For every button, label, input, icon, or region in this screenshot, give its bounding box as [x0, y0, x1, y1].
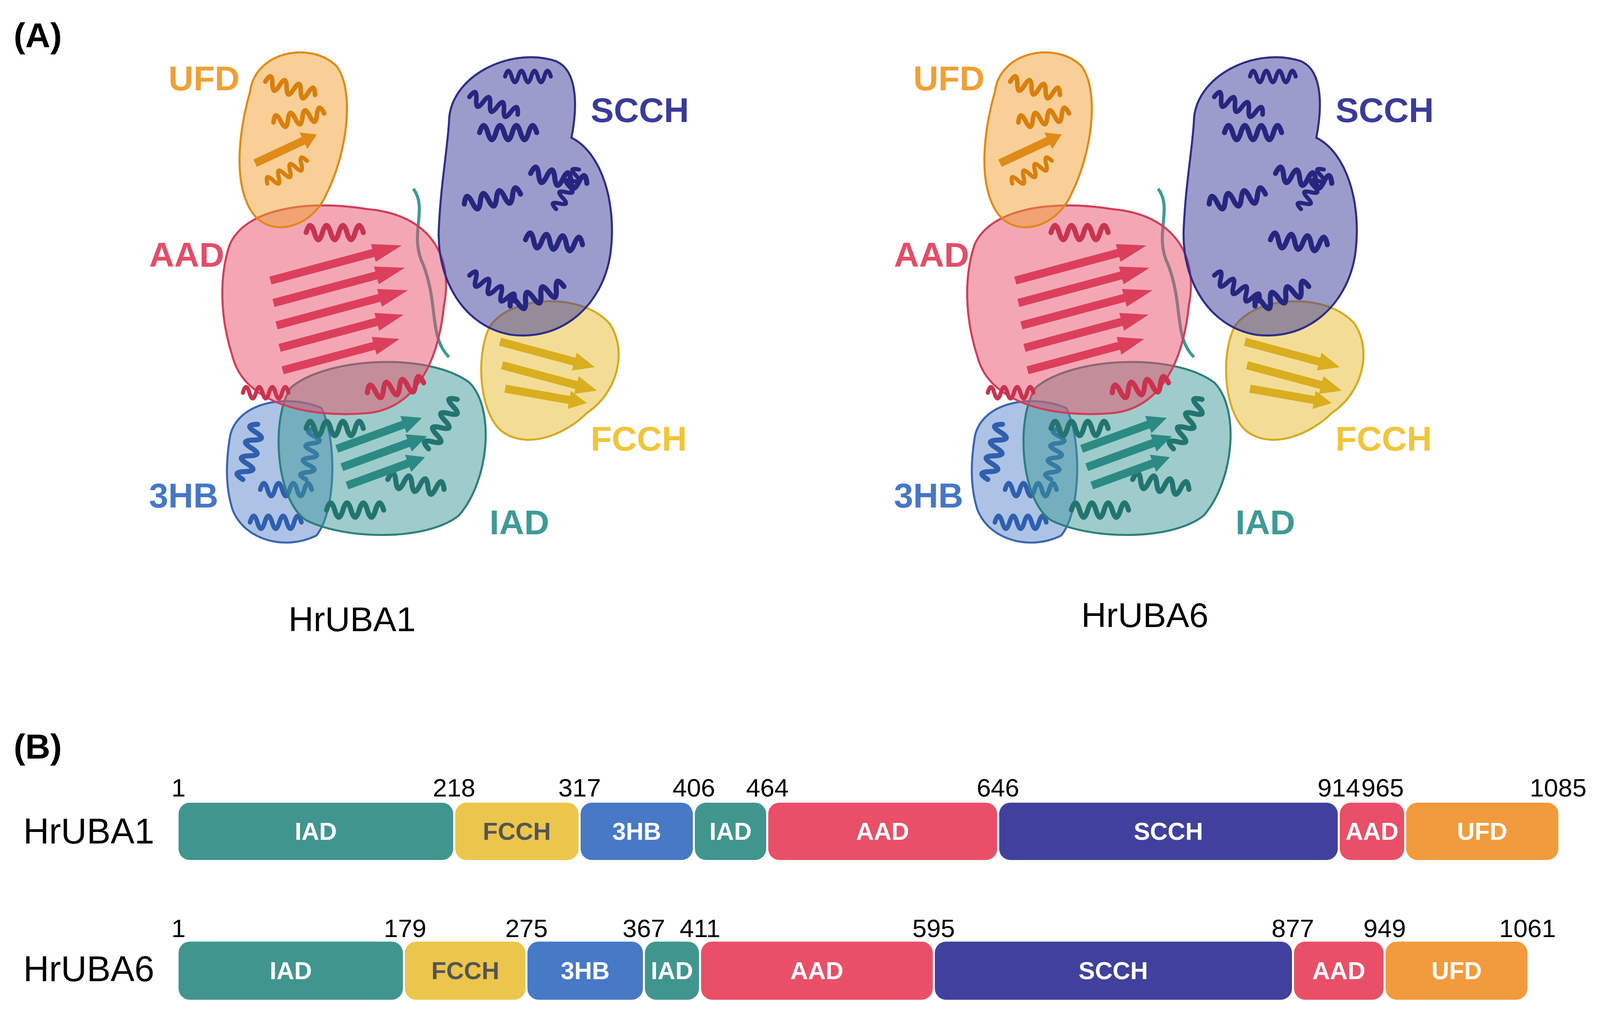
residue-number: 411: [679, 913, 721, 944]
domain-segment: SCCH: [999, 802, 1339, 861]
domain-segment: SCCH: [934, 941, 1292, 1000]
domain-segment: IAD: [178, 802, 454, 861]
residue-number: 1085: [1529, 773, 1587, 803]
residue-number: 317: [558, 773, 601, 803]
residue-number: 965: [1361, 773, 1404, 803]
panel-letter: (A): [13, 15, 62, 56]
domain-segment: UFD: [1385, 941, 1528, 1000]
domain-name: IAD: [294, 817, 337, 846]
residue-number: 877: [1271, 913, 1315, 944]
structure-caption: HrUBA1: [288, 599, 416, 640]
domain-label: 3HB: [148, 475, 219, 516]
domain-segment: IAD: [644, 941, 699, 1000]
domain-segment: IAD: [694, 802, 767, 861]
domain-name: AAD: [790, 956, 844, 986]
domain-name: 3HB: [560, 956, 610, 986]
residue-number: 914: [1317, 773, 1360, 803]
domain-name: FCCH: [431, 956, 500, 986]
domain-label: 3HB: [894, 475, 964, 516]
residue-number: 367: [622, 913, 666, 944]
domain-label: IAD: [489, 502, 550, 543]
domain-name: IAD: [709, 817, 752, 846]
structure-caption: HrUBA6: [1081, 595, 1209, 636]
residue-number: 949: [1363, 913, 1406, 944]
residue-number: 179: [383, 913, 427, 944]
residue-number: 595: [912, 913, 956, 944]
domain-name: IAD: [269, 956, 312, 986]
domain-segment: AAD: [768, 802, 997, 861]
domain-name: AAD: [1312, 956, 1366, 986]
domain-name: SCCH: [1133, 817, 1203, 846]
domain-name: AAD: [1345, 817, 1399, 846]
domain-segment: 3HB: [580, 802, 693, 861]
residue-number: 275: [505, 913, 548, 944]
domain-name: SCCH: [1078, 956, 1149, 986]
residue-number: 406: [672, 773, 716, 803]
residue-number: 646: [976, 773, 1019, 803]
domain-segment: FCCH: [455, 802, 579, 861]
domain-name: AAD: [856, 817, 910, 846]
domain-name: FCCH: [482, 817, 551, 846]
domain-label: FCCH: [590, 418, 688, 459]
domain-label: AAD: [149, 235, 225, 276]
domain-name: 3HB: [612, 817, 662, 846]
residue-number: 1: [171, 913, 186, 944]
domain-label: SCCH: [1335, 90, 1434, 131]
row-label: HrUBA6: [23, 948, 155, 991]
residue-number: 1061: [1498, 913, 1556, 944]
domain-name: UFD: [1456, 817, 1508, 846]
domain-segment: AAD: [1339, 802, 1405, 861]
domain-name: UFD: [1431, 956, 1482, 986]
domain-name: IAD: [650, 956, 693, 986]
domain-segment: 3HB: [527, 941, 643, 1000]
domain-label: AAD: [894, 235, 970, 276]
domain-segment: UFD: [1406, 802, 1559, 861]
panel-letter: (B): [13, 727, 62, 768]
domain-label: UFD: [168, 58, 240, 99]
domain-segment: IAD: [178, 941, 403, 1000]
domain-label: FCCH: [1335, 418, 1433, 459]
domain-label: IAD: [1235, 502, 1296, 543]
row-label: HrUBA1: [23, 811, 155, 853]
residue-number: 1: [171, 773, 186, 803]
domain-segment: FCCH: [404, 941, 526, 1000]
domain-segment: AAD: [1294, 941, 1384, 1000]
residue-number: 464: [745, 773, 789, 803]
residue-number: 218: [432, 773, 476, 803]
domain-label: SCCH: [590, 90, 689, 131]
domain-label: UFD: [913, 58, 985, 99]
domain-segment: AAD: [701, 941, 933, 1000]
